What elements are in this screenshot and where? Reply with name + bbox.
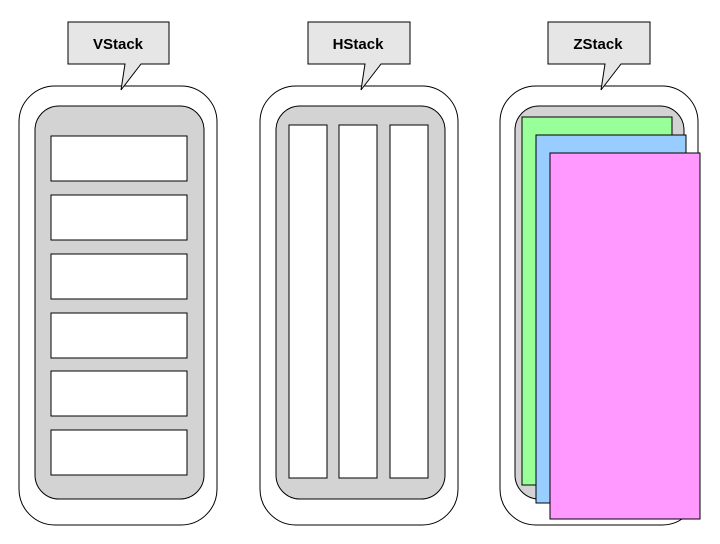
hstack-callout: HStack [307,21,411,91]
zstack-label: ZStack [573,36,623,53]
hstack-item-2 [338,124,378,479]
hstack-item-3 [389,124,429,479]
vstack-item-5 [50,370,188,417]
zstack-callout: ZStack [547,21,651,91]
vstack-item-3 [50,253,188,300]
hstack-items [288,124,429,479]
vstack-item-1 [50,135,188,182]
vstack-items [50,135,188,476]
vstack-item-6 [50,429,188,476]
vstack-group: VStack [18,21,218,526]
vstack-item-2 [50,194,188,241]
zstack-group: ZStack [499,21,701,526]
vstack-item-4 [50,312,188,359]
hstack-label: HStack [333,36,385,53]
zstack-layer-pink [549,152,701,520]
zstack-layers [521,116,701,520]
hstack-group: HStack [259,21,459,526]
vstack-label: VStack [93,36,144,53]
vstack-callout: VStack [67,21,170,91]
hstack-item-1 [288,124,328,479]
